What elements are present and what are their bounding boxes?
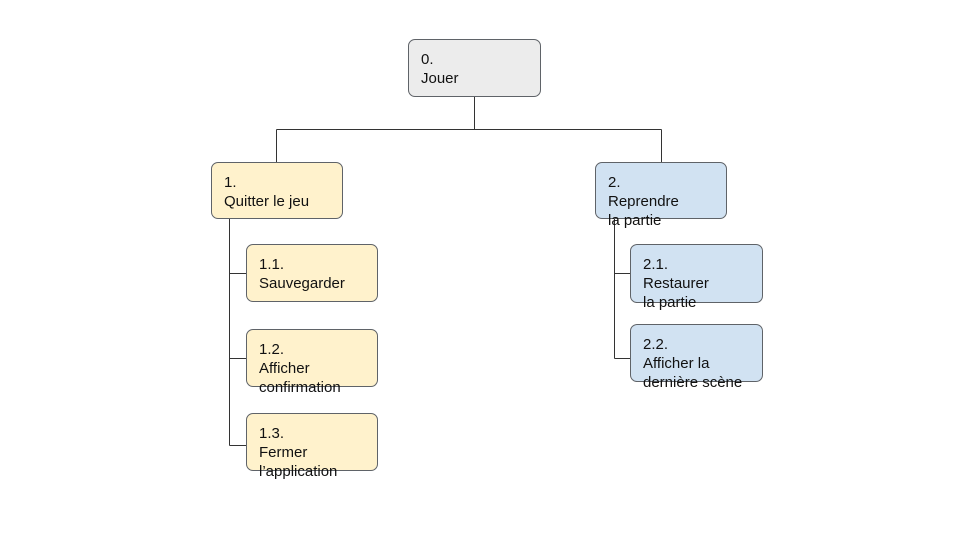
node-number: 1.2. — [259, 341, 285, 358]
node-label-line: Restaurer — [643, 275, 709, 292]
node-label-line: Reprendre — [608, 193, 679, 210]
node-label-line: dernière scène — [643, 374, 743, 391]
node-number: 1.3. — [259, 425, 285, 442]
node-label-line: Fermer — [259, 444, 308, 461]
node-label-line: Afficher — [259, 360, 310, 377]
branch-2-connector — [614, 219, 630, 359]
node-2-reprendre-la-partie: 2. Reprendre la partie — [595, 162, 727, 229]
branch-1-connector — [229, 219, 247, 446]
node-label-line: l’application — [259, 463, 338, 480]
node-2-2-afficher-derniere-scene: 2.2. Afficher la dernière scène — [630, 324, 763, 391]
node-label-line: la partie — [608, 212, 662, 229]
node-1-2-afficher-confirmation: 1.2. Afficher confirmation — [246, 329, 378, 396]
node-number: 1.1. — [259, 256, 285, 273]
node-number: 2.2. — [643, 336, 669, 353]
node-number: 1. — [224, 174, 237, 191]
node-label-line: confirmation — [259, 379, 341, 396]
node-label-line: la partie — [643, 294, 697, 311]
node-1-3-fermer-application: 1.3. Fermer l’application — [246, 413, 378, 480]
node-label-line: Afficher la — [643, 355, 710, 372]
node-2-1-restaurer-la-partie: 2.1. Restaurer la partie — [630, 244, 763, 311]
node-number: 2.1. — [643, 256, 669, 273]
node-number: 0. — [421, 51, 434, 68]
node-1-quitter-le-jeu: 1. Quitter le jeu — [211, 162, 343, 219]
node-label-line: Sauvegarder — [259, 275, 345, 292]
root-to-branches-connector — [276, 97, 662, 162]
node-root-jouer: 0. Jouer — [408, 39, 541, 97]
node-number: 2. — [608, 174, 621, 191]
node-label-line: Quitter le jeu — [224, 193, 310, 210]
node-label-line: Jouer — [421, 70, 459, 87]
node-1-1-sauvegarder: 1.1. Sauvegarder — [246, 244, 378, 302]
